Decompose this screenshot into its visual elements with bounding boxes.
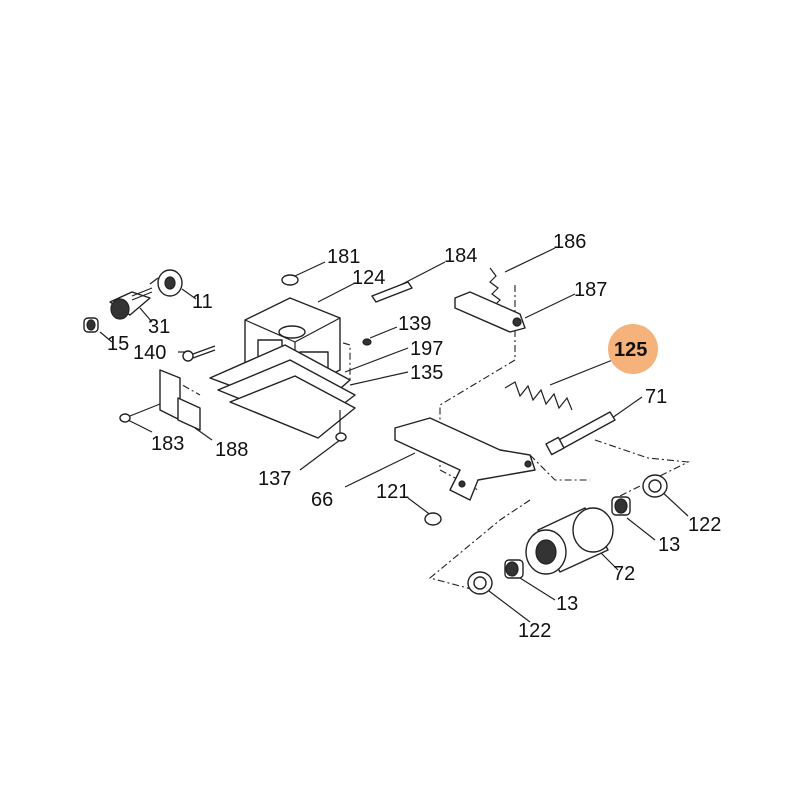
bracket-188 [159,369,201,431]
label-188: 188 [215,439,248,461]
washer-122-upper [642,474,668,498]
bearing-13-lower [504,559,524,579]
label-11: 11 [192,291,213,313]
label-124: 124 [352,267,385,289]
highlight-badge [608,324,658,374]
label-186: 186 [553,231,586,253]
label-71: 71 [645,386,667,408]
label-197: 197 [410,338,443,360]
label-72: 72 [613,563,635,585]
part-labels: 181 184 186 124 187 11 31 139 125 15 140… [107,231,721,642]
label-13-upper: 13 [658,534,680,556]
label-15: 15 [107,333,129,355]
label-66: 66 [311,489,333,511]
screw-183 [119,403,161,423]
label-140: 140 [133,342,166,364]
lever-187 [454,291,526,333]
roller-72 [525,507,614,575]
nut-181 [281,274,299,286]
spring-125 [504,381,573,411]
ring-121 [424,512,442,526]
plates-197-135 [209,344,356,439]
screw-137 [335,410,347,442]
block-184 [371,281,413,303]
label-187: 187 [574,279,607,301]
label-137: 137 [258,468,291,490]
washer-122-lower [467,571,493,595]
screw-139 [362,338,372,346]
label-121: 121 [376,481,409,503]
label-139: 139 [398,313,431,335]
leader-lines [99,247,689,623]
screw-140 [182,345,216,362]
bearing-11 [149,269,183,297]
label-122-upper: 122 [688,514,721,536]
label-13-lower: 13 [556,593,578,615]
label-135: 135 [410,362,443,384]
parts [83,267,668,595]
label-181: 181 [327,246,360,268]
label-183: 183 [151,433,184,455]
spring-186 [489,267,501,307]
pin-71 [545,411,616,456]
label-125: 125 [614,339,647,361]
label-31: 31 [148,316,170,338]
label-184: 184 [444,245,477,267]
bearing-13-upper [611,496,631,516]
plate-arm-66 [394,417,536,501]
gear-shaft-31 [109,287,153,320]
label-122-lower: 122 [518,620,551,642]
cylinder-15 [83,317,99,333]
